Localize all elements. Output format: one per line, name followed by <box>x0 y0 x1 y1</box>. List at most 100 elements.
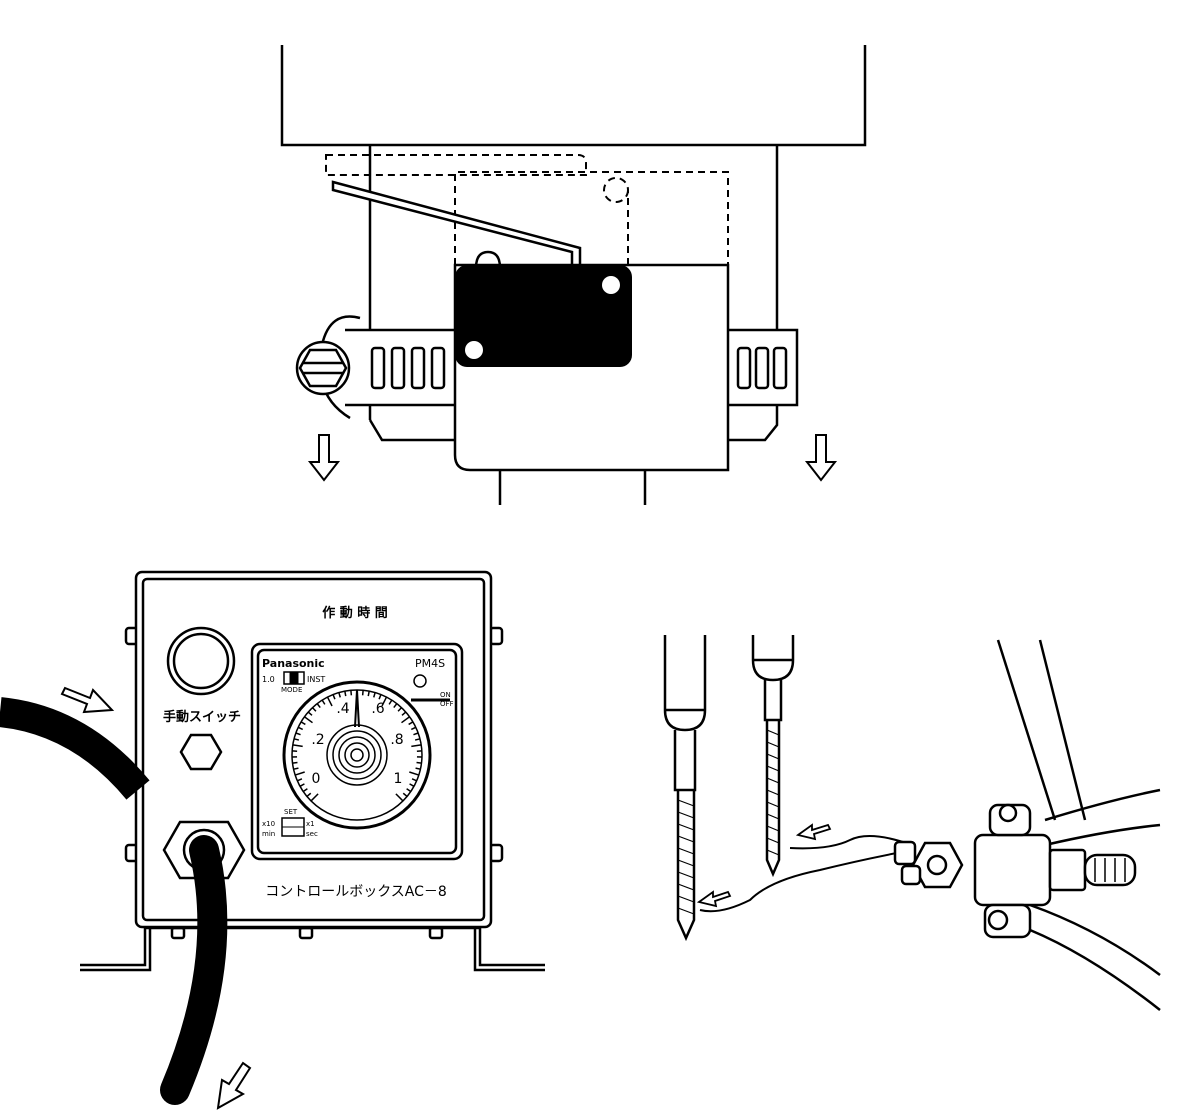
dial-tick <box>338 692 341 698</box>
set-label: SET <box>284 808 298 816</box>
dial-tick <box>413 732 419 736</box>
dial-tick <box>411 744 422 748</box>
band-slots-left <box>370 346 446 390</box>
dial-tick <box>294 771 305 776</box>
control-box <box>80 570 545 972</box>
flow-arrow-icon <box>216 1061 252 1110</box>
dial-tick <box>332 694 336 700</box>
dial-tick <box>299 783 305 787</box>
tap-left <box>676 790 696 942</box>
dial-tick <box>381 696 388 707</box>
dial-tick <box>406 788 412 793</box>
unit-min-label: min <box>262 830 275 838</box>
mount-hole <box>465 341 483 359</box>
tap-holder-right <box>751 635 795 682</box>
dial-tick <box>321 699 326 705</box>
dial-tick <box>402 792 408 798</box>
dial-tick <box>293 767 299 770</box>
micro-switch-body <box>455 265 632 367</box>
timer-brand: Panasonic <box>262 657 325 670</box>
tap-right <box>765 720 781 878</box>
dial-tick <box>293 738 300 741</box>
model-label: コントロールボックスAC－8 <box>265 884 447 900</box>
dial-tick <box>344 691 347 697</box>
dial-tick <box>378 694 382 700</box>
dial-tick <box>415 767 421 770</box>
off-label: OFF <box>440 700 454 708</box>
flow-arrow-icon <box>795 823 832 841</box>
timer-model: PM4S <box>415 657 445 670</box>
support-arm-right <box>1038 639 1087 821</box>
range-x10-label: x10 <box>262 820 275 828</box>
nozzle-tube-lower <box>699 849 913 913</box>
flow-arrow-icon <box>696 890 732 908</box>
hidden-outline <box>325 154 729 265</box>
dial-tick <box>397 707 403 712</box>
nozzle-tube-upper <box>789 835 913 850</box>
operation-time-label: 作 動 時 間 <box>322 605 388 621</box>
dial-tick <box>300 721 306 726</box>
dial-tick <box>373 692 376 698</box>
dial-tick <box>410 726 417 731</box>
roller <box>474 250 502 269</box>
indicator-lamp <box>413 674 427 688</box>
hose-upper-b <box>1044 823 1161 847</box>
dial-tick <box>326 696 333 707</box>
flange-left <box>368 419 458 442</box>
dial-label-8: .8 <box>390 732 403 748</box>
clamp-screw-icon <box>295 315 361 420</box>
on-label: ON <box>440 691 451 699</box>
hex-nut-icon <box>179 733 223 771</box>
flow-arrow-icon <box>307 434 341 482</box>
dial-tick <box>401 711 407 716</box>
dial-tick <box>307 711 313 716</box>
flow-arrow-icon <box>804 434 838 482</box>
dial-tick <box>395 793 404 802</box>
manual-switch-button <box>166 626 236 696</box>
dial-tick <box>416 761 422 764</box>
tap-holder-left <box>663 635 707 732</box>
band-slots-right <box>736 346 788 390</box>
dial-tick <box>414 738 421 741</box>
manifold-block <box>893 803 1137 939</box>
dial-tick <box>302 788 308 793</box>
dial-tick <box>292 761 298 764</box>
dial-tick <box>409 783 415 787</box>
dial-label-6: .6 <box>371 701 384 717</box>
mode-right-label: INST <box>307 675 325 684</box>
dial-tick <box>408 721 414 726</box>
dial-tick <box>401 716 411 724</box>
dial-tick <box>311 707 317 712</box>
tap-lubrication-assembly <box>663 635 1161 1011</box>
manual-switch-label: 手動スイッチ <box>163 709 241 725</box>
hose-lower-b <box>1029 928 1161 1011</box>
range-x1-label: x1 <box>306 820 315 828</box>
mode-left-label: 1.0 <box>262 675 275 684</box>
dial-tick <box>297 726 304 731</box>
dial-pointer <box>354 689 360 728</box>
flow-arrow-icon <box>60 686 115 714</box>
dial-tick <box>292 744 303 748</box>
upper-housing <box>280 45 867 147</box>
dial-tick <box>295 732 301 736</box>
timer-panel <box>250 642 464 861</box>
dial-tick <box>297 778 303 782</box>
dial-label-1: 1 <box>394 771 403 787</box>
dial-tick <box>411 778 417 782</box>
dial-tick <box>409 771 420 776</box>
dial-tick <box>367 691 370 697</box>
dial-label-4: .4 <box>336 701 349 717</box>
mount-hole <box>602 276 620 294</box>
unit-sec-label: sec <box>306 830 318 838</box>
hose-upper-a <box>1044 788 1161 822</box>
dial-ticks <box>292 690 422 802</box>
flange-right <box>728 405 779 442</box>
dial-tick <box>310 793 319 802</box>
mode-label: MODE <box>281 686 302 694</box>
hose-lower-a <box>1029 903 1161 977</box>
outlet-hose <box>160 835 228 1105</box>
dial-label-0: 0 <box>312 771 321 787</box>
timer-dial <box>281 671 450 837</box>
dial-tick <box>306 792 312 798</box>
